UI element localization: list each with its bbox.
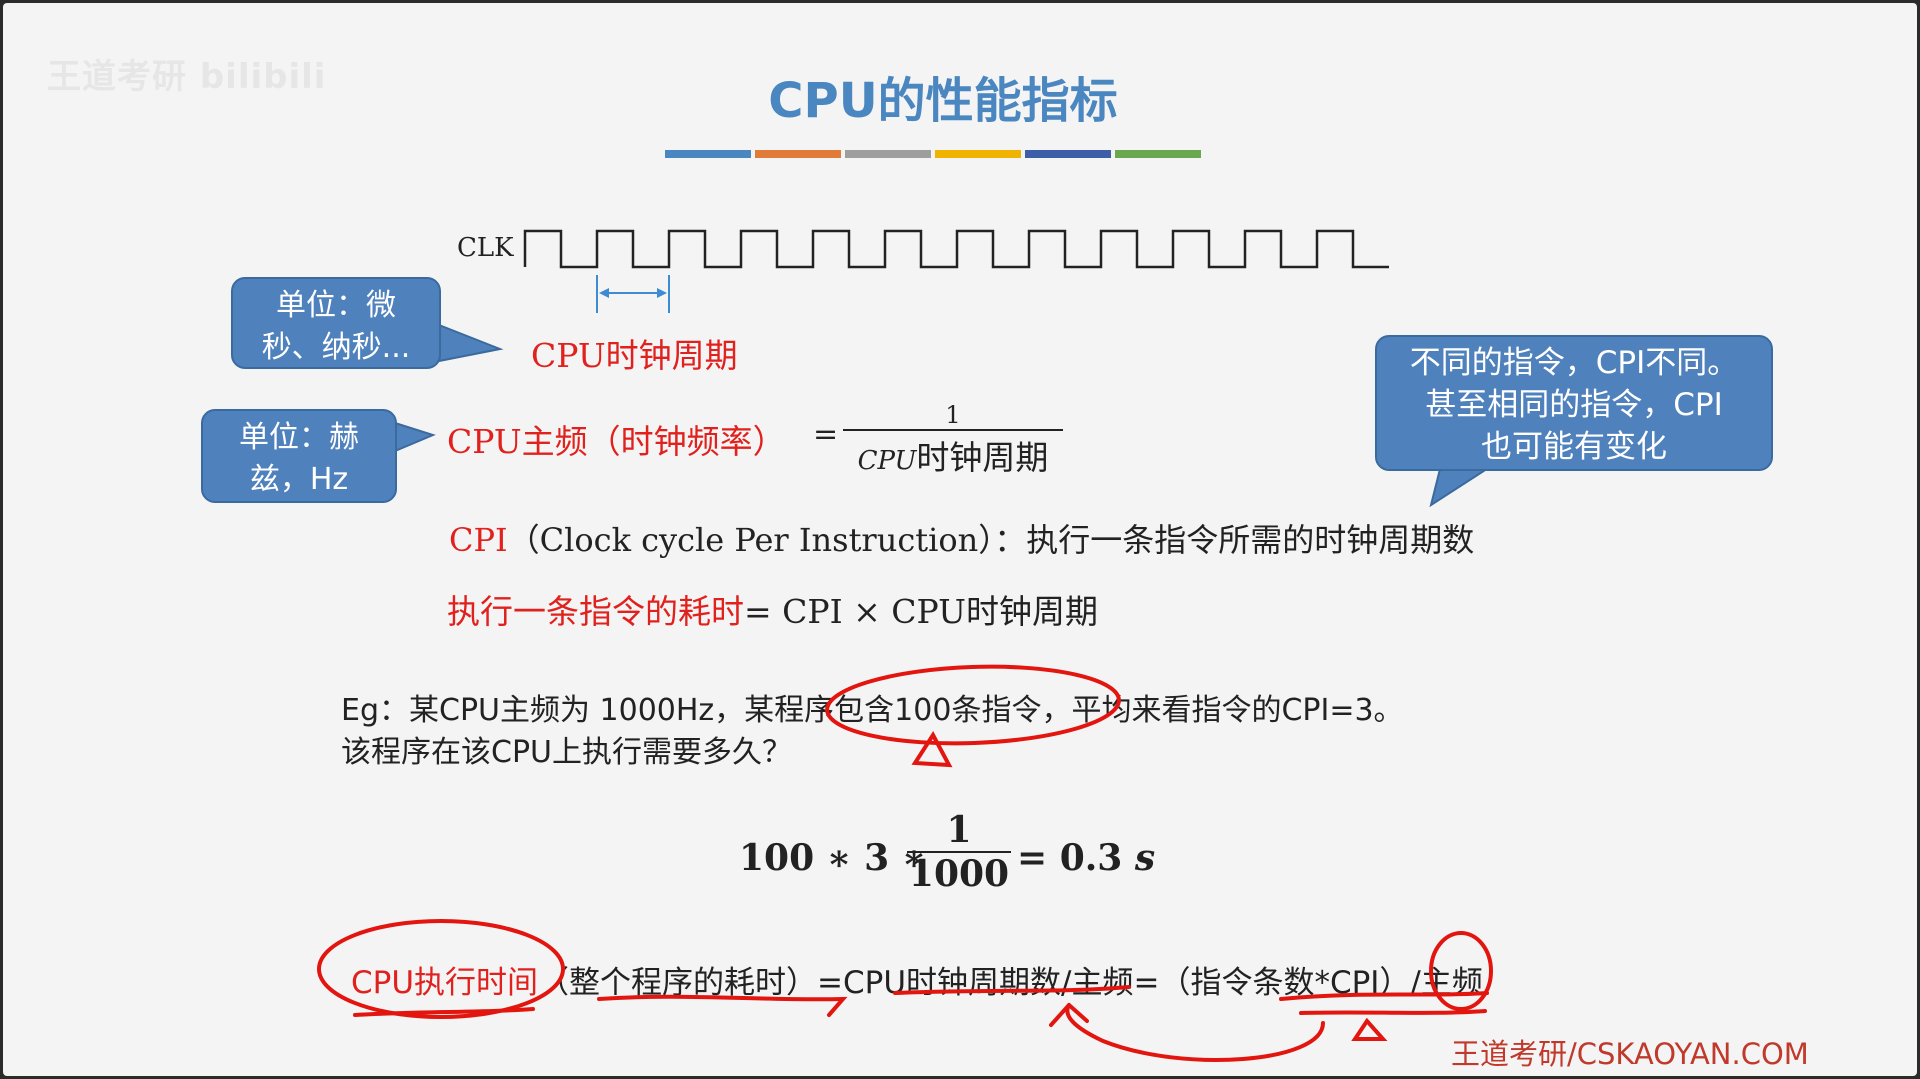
fraction-numerator: 1 [843, 401, 1063, 431]
cpi-term: CPI [449, 521, 508, 559]
cpi-definition: CPI（Clock cycle Per Instruction）：执行一条指令所… [449, 515, 1474, 561]
execution-time-rest: （整个程序的耗时）=CPU时钟周期数/主频=（指令条数*CPI）/主频 [538, 965, 1483, 1001]
clk-label: CLK [457, 233, 514, 263]
execution-time-term: CPU执行时间 [351, 965, 539, 1001]
callout-line: 单位：微 [276, 288, 396, 323]
callout-line: 甚至相同的指令，CPI [1425, 386, 1723, 423]
color-bar-segment [665, 150, 751, 158]
calc-numerator: 1 [907, 809, 1011, 853]
denominator-cpu: CPU [857, 446, 917, 476]
color-bar-segment [935, 150, 1021, 158]
calc-denominator: 1000 [908, 853, 1010, 895]
callout-line: 也可能有变化 [1481, 428, 1667, 465]
color-bar-segment [1025, 150, 1111, 158]
calc-result: = 0.3 s [1017, 837, 1155, 879]
title-color-bar [665, 150, 1201, 158]
calc-unit: s [1134, 837, 1156, 879]
example-line-1: Eg：某CPU主频为 1000Hz，某程序包含100条指令，平均来看指令的CPI… [341, 693, 1404, 728]
color-bar-segment [1115, 150, 1201, 158]
callout-cpi-note: 不同的指令，CPI不同。 甚至相同的指令，CPI 也可能有变化 [1375, 335, 1773, 471]
cpi-expansion: （Clock cycle Per Instruction） [507, 521, 995, 559]
callout-frequency-unit: 单位：赫 兹，Hz [201, 409, 397, 503]
callout-line: 单位：赫 [239, 420, 359, 455]
calc-result-value: = 0.3 [1017, 837, 1123, 879]
slide-title: CPU的性能指标 [768, 73, 1118, 129]
execution-time-formula: CPU执行时间（整个程序的耗时）=CPU时钟周期数/主频=（指令条数*CPI）/… [351, 957, 1483, 1002]
color-bar-segment [755, 150, 841, 158]
instruction-time-rhs: = CPI × CPU时钟周期 [744, 592, 1098, 631]
watermark: 王道考研 bilibili [47, 57, 327, 97]
calc-fraction: 1 1000 [907, 809, 1011, 895]
brand-footer: 王道考研/CSKAOYAN.COM [1451, 1037, 1809, 1071]
callout-time-unit: 单位：微 秒、纳秒... [231, 277, 441, 369]
clock-period-label: CPU时钟周期 [531, 336, 738, 375]
callout-line: 不同的指令，CPI不同。 [1409, 345, 1739, 381]
slide: 王道考研 bilibili CPU的性能指标 CLK 单位：微 秒、纳秒... … [3, 3, 1917, 1076]
frequency-formula-eq: = [813, 417, 839, 452]
denominator-text: 时钟周期 [916, 438, 1049, 477]
callout-line: 兹，Hz [249, 462, 349, 497]
fraction-denominator: CPU时钟周期 [843, 431, 1063, 479]
instruction-time-formula: 执行一条指令的耗时= CPI × CPU时钟周期 [447, 585, 1098, 633]
color-bar-segment [845, 150, 931, 158]
frequency-fraction: 1 CPU时钟周期 [843, 401, 1063, 479]
frequency-formula-lhs: CPU主频（时钟频率） [447, 422, 786, 461]
example-line-2: 该程序在该CPU上执行需要多久？ [341, 735, 792, 770]
callout-line: 秒、纳秒... [261, 330, 411, 365]
instruction-time-lhs: 执行一条指令的耗时 [447, 592, 744, 631]
cpi-definition-text: ：执行一条指令所需的时钟周期数 [994, 521, 1475, 559]
calc-part-1: 100 ∗ 3 ∗ [739, 837, 927, 879]
